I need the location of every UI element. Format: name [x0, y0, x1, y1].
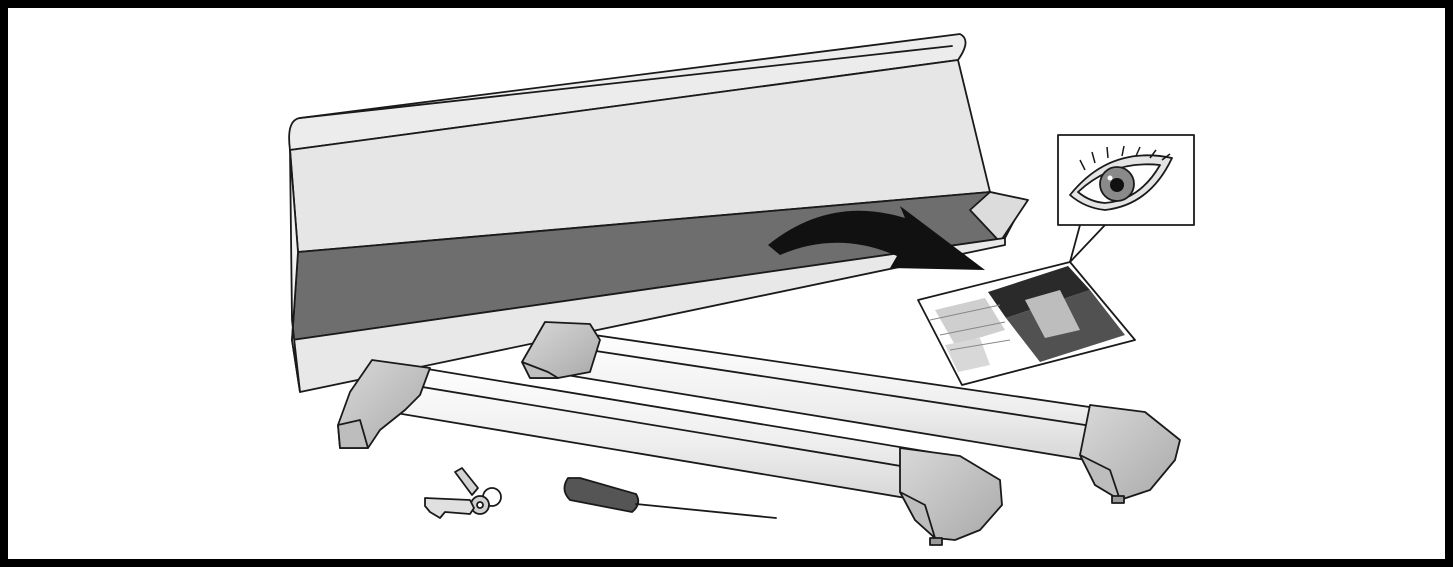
instruction-sheet-icon — [917, 224, 1136, 386]
roof-bar-icon — [337, 359, 1003, 546]
arrow-icon — [768, 206, 985, 270]
keys-icon — [424, 467, 502, 519]
roof-bar-icon — [521, 321, 1181, 504]
screwdriver-icon — [563, 477, 777, 519]
box-icon — [288, 33, 1029, 393]
eye-icon — [1057, 134, 1195, 226]
